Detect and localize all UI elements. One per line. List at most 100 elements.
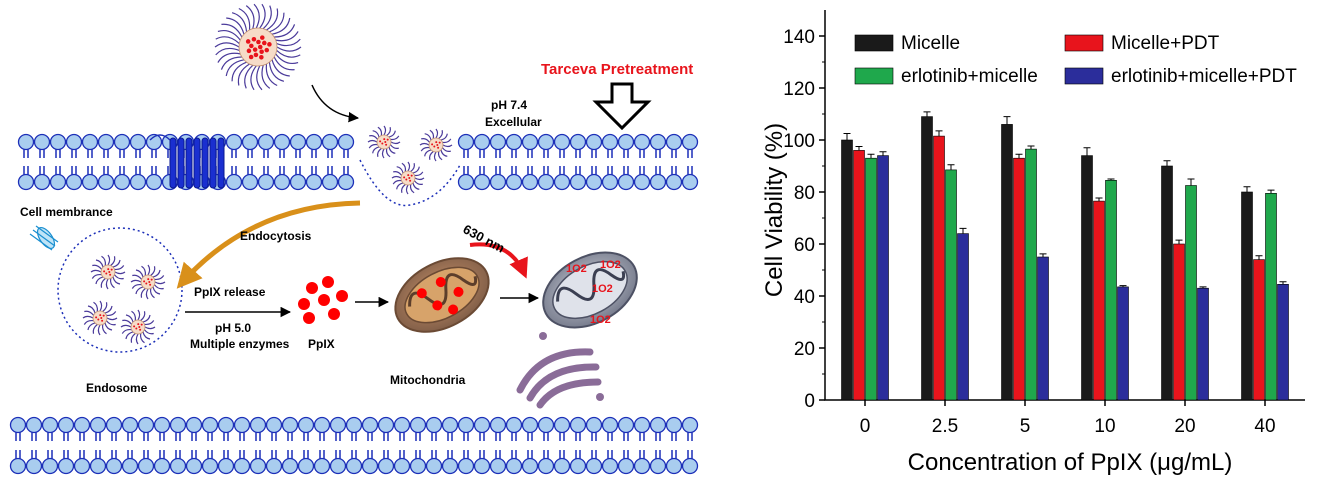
lipid-head (185, 416, 203, 434)
micelle (419, 128, 453, 162)
lipid-head (25, 457, 43, 475)
lipid-tail (655, 149, 661, 175)
lipid-tail (319, 432, 325, 459)
lipid-tail (159, 432, 165, 459)
lipid-head (249, 457, 267, 475)
lipid-head (65, 133, 83, 151)
lipid-tail (559, 149, 565, 175)
lipid-head (265, 457, 283, 475)
lipid-head (393, 416, 411, 434)
lipid-head (505, 173, 523, 191)
lipid-tail (175, 432, 181, 459)
lipid-head (521, 416, 539, 434)
lipid-head (57, 416, 75, 434)
damaged-mitochondrion (542, 251, 638, 329)
lipid-head (233, 416, 251, 434)
lipid-head (217, 457, 235, 475)
bar (945, 169, 957, 401)
x-tick-label: 20 (1174, 416, 1195, 437)
lipid-head (521, 457, 539, 475)
lipid-head (393, 457, 411, 475)
lipid-tail (55, 149, 61, 175)
lipid-head (601, 457, 619, 475)
lipid-tail (223, 432, 229, 459)
lipid-tail (191, 432, 197, 459)
lipid-head (441, 457, 459, 475)
lipid-head (305, 133, 323, 151)
lipid-head (585, 173, 603, 191)
lipid-head (633, 416, 651, 434)
lipid-tail (207, 432, 213, 459)
legend-label: Micelle (901, 33, 960, 54)
lipid-head (457, 416, 475, 434)
endocytosis-label: Endocytosis (240, 229, 312, 243)
lipid-head (441, 416, 459, 434)
lipid-tail (231, 149, 237, 175)
lipid-head (33, 173, 51, 191)
bar (1105, 180, 1117, 401)
legend-swatch (854, 67, 894, 85)
lipid-head (41, 457, 59, 475)
lipid-head (73, 457, 91, 475)
chart-bars (841, 111, 1289, 401)
ph-endosome-label: pH 5.0 (215, 321, 251, 335)
lipid-head (169, 416, 187, 434)
error-bar (1243, 186, 1251, 192)
lipid-head (553, 133, 571, 151)
mitochondrion (394, 257, 490, 333)
micelle (120, 309, 156, 345)
x-tick-label: 0 (860, 416, 871, 437)
lipid-head (121, 457, 139, 475)
lipid-tail (543, 432, 549, 459)
lipid-head (633, 173, 651, 191)
legend-swatch (854, 34, 894, 52)
legend-label: Micelle+PDT (1111, 33, 1220, 54)
lipid-head (681, 133, 699, 151)
lipid-head (225, 173, 243, 191)
lipid-head (257, 173, 275, 191)
lipid-tail (495, 432, 501, 459)
lipid-head (145, 173, 163, 191)
lipid-tail (335, 432, 341, 459)
y-tick-label: 40 (794, 287, 815, 308)
bar (1161, 165, 1173, 401)
lipid-head (137, 416, 155, 434)
lipid-head (665, 133, 683, 151)
error-bar (1163, 160, 1171, 166)
lipid-head (601, 416, 619, 434)
lipid-head (321, 173, 339, 191)
micelle-large (214, 3, 302, 91)
legend-swatch (1064, 34, 1104, 52)
legend-swatch (1064, 67, 1104, 85)
error-bar (1175, 239, 1183, 244)
error-bar (1119, 285, 1127, 287)
bar (1253, 259, 1265, 401)
lipid-tail (575, 149, 581, 175)
error-bar (935, 130, 943, 137)
lipid-tail (623, 149, 629, 175)
lipid-head (537, 457, 555, 475)
lipid-head (65, 173, 83, 191)
lipid-tail (463, 432, 469, 459)
receptor-loop (149, 134, 171, 141)
lipid-head (665, 457, 683, 475)
lipid-head (305, 173, 323, 191)
lipid-head (665, 173, 683, 191)
lipid-head (649, 173, 667, 191)
cell-membrane-right (457, 133, 699, 191)
lipid-head (265, 416, 283, 434)
endocytosis-arrow (176, 200, 361, 289)
error-bar (1015, 153, 1023, 159)
lipid-head (377, 416, 395, 434)
lipid-head (241, 173, 259, 191)
bar (853, 150, 865, 401)
lipid-tail (239, 432, 245, 459)
lipid-tail (151, 149, 157, 175)
bar (1037, 256, 1049, 401)
lipid-tail (303, 432, 309, 459)
lipid-head (169, 457, 187, 475)
x-axis-label: Concentration of PpIX (μg/mL) (908, 449, 1233, 476)
lipid-head (425, 416, 443, 434)
lipid-head (681, 457, 699, 475)
lipid-tail (127, 432, 133, 459)
